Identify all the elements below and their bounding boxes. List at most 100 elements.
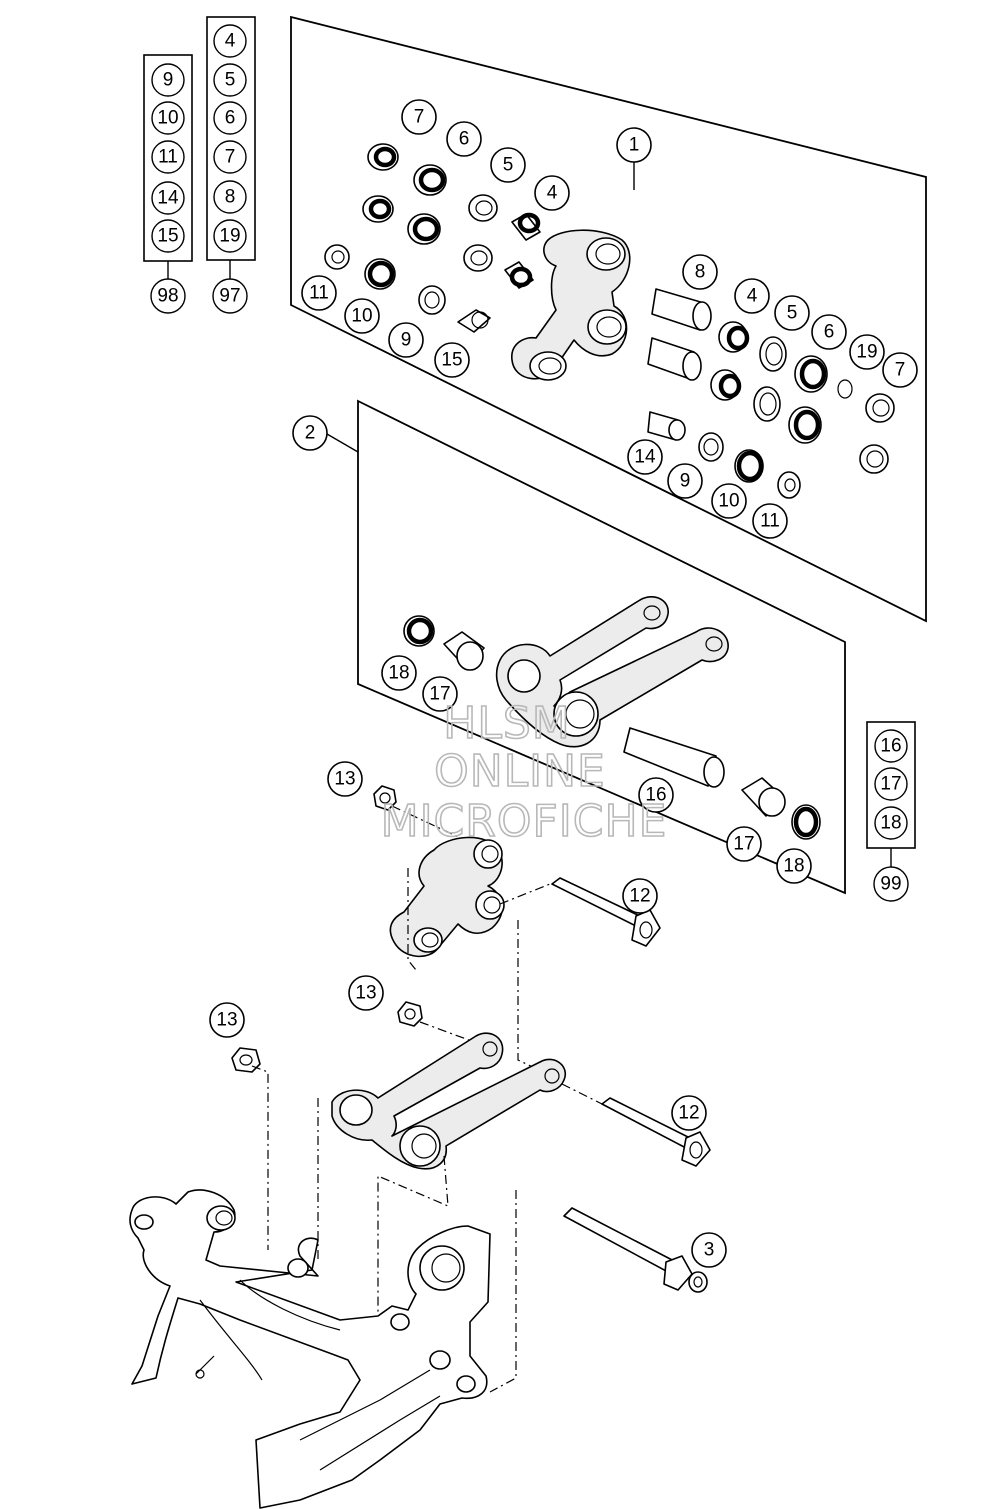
o-ring-19 bbox=[837, 379, 853, 399]
svg-text:4: 4 bbox=[225, 31, 236, 52]
callout-16: 16 bbox=[638, 777, 674, 813]
callout-5b: 5 bbox=[774, 295, 810, 331]
sleeve-8b bbox=[647, 337, 702, 381]
sleeve-16 bbox=[623, 727, 725, 788]
svg-text:15: 15 bbox=[157, 226, 178, 247]
svg-text:9: 9 bbox=[163, 70, 174, 91]
washer-5b bbox=[463, 244, 493, 272]
washer-5 bbox=[468, 194, 498, 222]
callout-2: 2 bbox=[292, 415, 328, 451]
callout-17: 17 bbox=[422, 676, 458, 712]
svg-text:9: 9 bbox=[401, 330, 412, 351]
svg-text:6: 6 bbox=[225, 108, 236, 129]
callout-12b: 12 bbox=[671, 1095, 707, 1131]
callout-19: 19 bbox=[849, 334, 885, 370]
svg-text:12: 12 bbox=[629, 886, 650, 907]
svg-text:ONLINE: ONLINE bbox=[434, 746, 606, 797]
svg-text:14: 14 bbox=[634, 447, 656, 468]
callout-7b: 7 bbox=[882, 352, 918, 388]
svg-text:17: 17 bbox=[733, 834, 754, 855]
callout-11b: 11 bbox=[752, 503, 788, 539]
kit-97: 4 5 6 7 8 19 97 bbox=[206, 16, 256, 314]
svg-text:2: 2 bbox=[305, 423, 316, 444]
seal-ring-6 bbox=[413, 164, 447, 196]
washer-5d bbox=[753, 386, 781, 422]
svg-text:4: 4 bbox=[547, 183, 558, 204]
seal-ring-6c bbox=[794, 355, 828, 393]
callout-10b: 10 bbox=[711, 483, 747, 519]
seal-11b bbox=[777, 471, 801, 499]
svg-text:1: 1 bbox=[629, 135, 640, 156]
svg-text:14: 14 bbox=[157, 188, 179, 209]
svg-text:7: 7 bbox=[225, 147, 236, 168]
bolt-3 bbox=[563, 1207, 708, 1293]
watermark: HLSM ONLINE MICROFICHE bbox=[380, 697, 667, 848]
svg-text:17: 17 bbox=[429, 684, 450, 705]
seal-18 bbox=[403, 615, 435, 647]
svg-text:9: 9 bbox=[680, 471, 691, 492]
seal-ring-7 bbox=[367, 143, 399, 171]
seal-ring-7b bbox=[362, 195, 394, 223]
svg-text:8: 8 bbox=[695, 262, 706, 283]
nut-13c bbox=[231, 1047, 261, 1073]
svg-text:17: 17 bbox=[880, 774, 901, 795]
callout-18b: 18 bbox=[776, 848, 812, 884]
svg-text:8: 8 bbox=[225, 187, 236, 208]
seal-10 bbox=[364, 258, 396, 290]
kit-99: 16 17 18 99 bbox=[866, 721, 916, 902]
svg-text:7: 7 bbox=[414, 107, 425, 128]
seal-10b bbox=[734, 449, 764, 483]
link-assembly bbox=[331, 1032, 567, 1170]
svg-text:11: 11 bbox=[760, 511, 780, 532]
seal-18b bbox=[791, 804, 821, 840]
lever-kit1 bbox=[511, 229, 631, 381]
callout-18: 18 bbox=[381, 655, 417, 691]
svg-text:18: 18 bbox=[783, 856, 804, 877]
seal-ring-6d bbox=[788, 406, 822, 444]
lever-assembly bbox=[389, 836, 505, 958]
washer-9b bbox=[698, 432, 724, 462]
svg-text:5: 5 bbox=[225, 70, 236, 91]
callout-6: 6 bbox=[446, 121, 482, 157]
washer-9 bbox=[418, 285, 446, 315]
callout-10: 10 bbox=[344, 298, 380, 334]
seal-11 bbox=[324, 244, 350, 270]
bushing-4 bbox=[511, 212, 541, 241]
svg-text:10: 10 bbox=[718, 491, 739, 512]
svg-text:10: 10 bbox=[157, 108, 178, 129]
svg-text:97: 97 bbox=[219, 286, 240, 307]
callout-9: 9 bbox=[388, 322, 424, 358]
kit-1-panel bbox=[290, 15, 927, 623]
svg-text:10: 10 bbox=[351, 306, 372, 327]
nut-13a bbox=[373, 785, 397, 811]
nut-13b bbox=[397, 1001, 423, 1027]
swingarm-frame bbox=[129, 1189, 491, 1509]
callout-8: 8 bbox=[682, 254, 718, 290]
svg-text:98: 98 bbox=[157, 286, 178, 307]
svg-text:7: 7 bbox=[895, 360, 906, 381]
seal-ring-7d bbox=[859, 444, 889, 474]
svg-text:6: 6 bbox=[824, 322, 835, 343]
svg-text:99: 99 bbox=[880, 874, 901, 895]
bolt-12b bbox=[601, 1097, 711, 1167]
callout-5: 5 bbox=[490, 147, 526, 183]
svg-text:13: 13 bbox=[334, 769, 355, 790]
callout-15: 15 bbox=[434, 342, 470, 378]
callout-13a: 13 bbox=[327, 761, 363, 797]
svg-text:5: 5 bbox=[787, 303, 798, 324]
callout-3: 3 bbox=[691, 1232, 727, 1268]
callout-1: 1 bbox=[616, 127, 652, 163]
bushing-15 bbox=[457, 309, 491, 333]
svg-text:13: 13 bbox=[216, 1010, 237, 1031]
callout-4b: 4 bbox=[734, 278, 770, 314]
svg-text:11: 11 bbox=[158, 147, 178, 168]
callout-14: 14 bbox=[627, 439, 663, 475]
callout-9b: 9 bbox=[667, 463, 703, 499]
svg-text:HLSM: HLSM bbox=[443, 698, 571, 749]
svg-text:19: 19 bbox=[219, 226, 240, 247]
svg-text:16: 16 bbox=[645, 785, 666, 806]
svg-text:16: 16 bbox=[880, 736, 901, 757]
bushing-4d bbox=[710, 369, 742, 401]
link-kit2 bbox=[495, 596, 729, 748]
